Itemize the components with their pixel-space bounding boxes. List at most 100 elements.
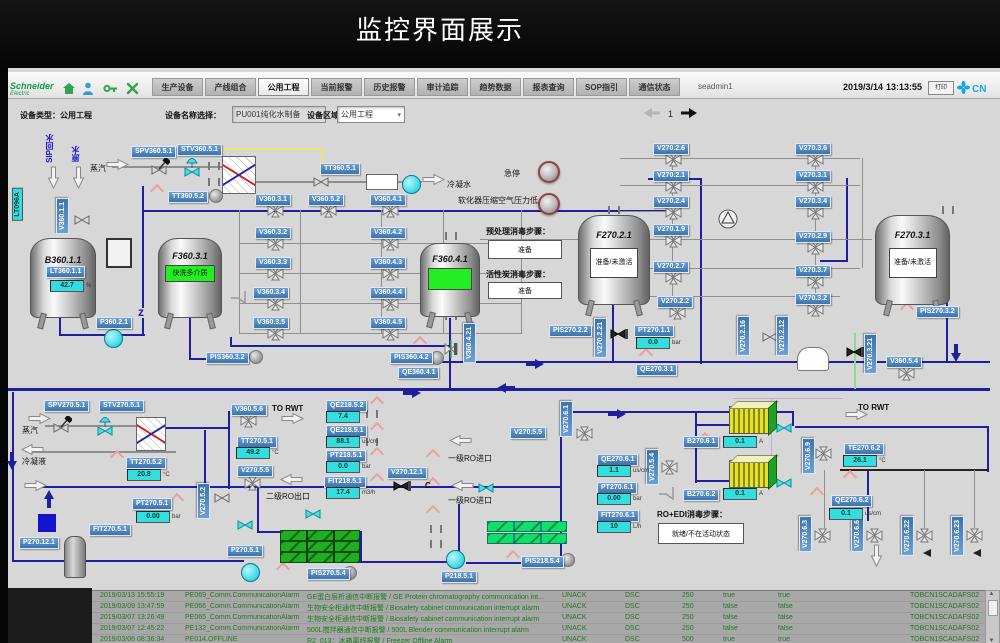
valve-icon[interactable] xyxy=(665,270,682,290)
tag-TT270.5.2[interactable]: TT270.5.2 xyxy=(126,457,166,469)
tab-历史报警[interactable]: 历史报警 xyxy=(364,78,415,96)
valve-icon[interactable] xyxy=(382,296,399,316)
valve-icon[interactable] xyxy=(240,413,257,433)
tag-V270.6.9[interactable]: V270.6.9 xyxy=(802,438,815,475)
tag-V360.4.2[interactable]: V360.4.2 xyxy=(370,227,407,239)
tag-V270.6.6[interactable]: V270.6.6 xyxy=(851,516,864,553)
scroll-thumb[interactable] xyxy=(988,600,998,616)
tag-V270.1.9[interactable]: V270.1.9 xyxy=(653,224,690,236)
tag-V360.3.5[interactable]: V360.3.5 xyxy=(253,317,290,329)
valve-icon[interactable] xyxy=(443,340,459,363)
tag-V270.6.3[interactable]: V270.6.3 xyxy=(799,516,812,553)
valve-icon[interactable] xyxy=(382,236,399,256)
language-switch[interactable]: CN xyxy=(957,81,986,97)
tag-V270.3.21[interactable]: V270.3.21 xyxy=(864,334,877,374)
tag-PT218.5.1[interactable]: PT218.5.1 xyxy=(326,450,367,462)
tag-PIS270.2.2[interactable]: PIS270.2.2 xyxy=(549,325,592,337)
tag-V360.3.2[interactable]: V360.3.2 xyxy=(255,227,292,239)
tag-B270.6.2[interactable]: B270.6.2 xyxy=(683,489,720,501)
edi-module[interactable] xyxy=(729,453,779,491)
tag-STV360.5.1[interactable]: STV360.5.1 xyxy=(177,144,222,156)
tag-PIS360.3.2[interactable]: PIS360.3.2 xyxy=(206,352,249,364)
tag-V360.4.1[interactable]: V360.4.1 xyxy=(370,194,407,206)
valve-icon[interactable] xyxy=(669,305,686,325)
pump-icon[interactable] xyxy=(104,329,123,348)
tab-当前报警[interactable]: 当前报警 xyxy=(311,78,362,96)
tag-FIT270.5.1[interactable]: FIT270.5.1 xyxy=(89,524,131,536)
scroll-down-icon[interactable]: ▼ xyxy=(988,638,995,643)
valve-icon[interactable] xyxy=(610,327,628,345)
tag-V270.3.1[interactable]: V270.3.1 xyxy=(795,170,832,182)
valve-icon[interactable] xyxy=(214,491,230,509)
ro-membrane-module[interactable] xyxy=(487,533,567,544)
tag-V270.2.4[interactable]: V270.2.4 xyxy=(653,196,690,208)
tag-PIS218.5.4[interactable]: PIS218.5.4 xyxy=(521,556,564,568)
valve-icon[interactable] xyxy=(393,479,411,497)
tag-V270.3.7[interactable]: V270.3.7 xyxy=(795,265,832,277)
valve-icon[interactable] xyxy=(313,175,329,193)
tag-V360.5.2[interactable]: V360.5.2 xyxy=(308,194,345,206)
valve-icon[interactable] xyxy=(665,152,682,172)
valve-icon[interactable] xyxy=(846,345,864,363)
valve-icon[interactable] xyxy=(776,476,792,494)
tag-V270.6.1[interactable]: V270.6.1 xyxy=(560,401,573,438)
tag-V360.4.3[interactable]: V360.4.3 xyxy=(370,257,407,269)
valve-icon[interactable] xyxy=(776,421,792,439)
pump-icon[interactable] xyxy=(718,209,738,234)
valve-icon[interactable] xyxy=(661,460,678,480)
tag-TE270.6.2[interactable]: TE270.6.2 xyxy=(844,443,885,455)
page-prev-icon[interactable] xyxy=(644,108,660,120)
valve-icon[interactable] xyxy=(966,528,983,548)
valve-icon[interactable] xyxy=(267,296,284,316)
ro-membrane-module[interactable] xyxy=(487,521,567,532)
tag-B270.6.1[interactable]: B270.6.1 xyxy=(683,436,720,448)
tag-V360.3.3[interactable]: V360.3.3 xyxy=(255,257,292,269)
tag-V270.12.1[interactable]: V270.12.1 xyxy=(387,467,427,479)
tag-V360.5.4[interactable]: V360.5.4 xyxy=(886,356,923,368)
tank-F360.4.1[interactable]: F360.4.1 xyxy=(420,243,480,329)
valve-icon[interactable] xyxy=(267,326,284,346)
tag-TT360.5.1[interactable]: TT360.5.1 xyxy=(320,163,360,175)
close-icon[interactable] xyxy=(126,82,142,96)
tag-P270.5.1[interactable]: P270.5.1 xyxy=(227,545,264,557)
valve-icon[interactable] xyxy=(74,213,90,231)
valve-icon[interactable] xyxy=(244,476,261,496)
tag-V270.2.2[interactable]: V270.2.2 xyxy=(657,296,694,308)
edi-module[interactable] xyxy=(729,399,779,437)
tag-PT270.5.1[interactable]: PT270.5.1 xyxy=(132,498,173,510)
print-button[interactable]: 打印 xyxy=(928,81,954,95)
tag-V360.5.6[interactable]: V360.5.6 xyxy=(231,404,268,416)
tag-QE270.6.2[interactable]: QE270.6.2 xyxy=(831,495,873,507)
valve-icon[interactable] xyxy=(52,414,73,439)
valve-icon[interactable] xyxy=(267,236,284,256)
page-next-icon[interactable] xyxy=(681,108,698,120)
valve-icon[interactable] xyxy=(807,274,824,294)
valve-icon[interactable] xyxy=(305,507,321,525)
tag-PIS270.5.4[interactable]: PIS270.5.4 xyxy=(307,568,350,580)
valve-icon[interactable] xyxy=(237,518,253,536)
valve-icon[interactable] xyxy=(267,266,284,286)
tag-P218.5.1[interactable]: P218.5.1 xyxy=(441,571,478,583)
valve-icon[interactable] xyxy=(807,302,824,322)
valve-icon[interactable] xyxy=(267,203,284,223)
scroll-up-icon[interactable]: ▲ xyxy=(988,591,995,597)
tag-TT360.5.2[interactable]: TT360.5.2 xyxy=(168,191,208,203)
valve-icon[interactable] xyxy=(916,528,933,548)
tag-V270.5.2[interactable]: V270.5.2 xyxy=(197,483,210,520)
tag-V270.2.9[interactable]: V270.2.9 xyxy=(795,231,832,243)
tag-SPV360.5.1[interactable]: SPV360.5.1 xyxy=(131,146,177,158)
valve-icon[interactable] xyxy=(814,528,831,548)
tag-V270.2.1[interactable]: V270.2.1 xyxy=(653,170,690,182)
tab-报表查询[interactable]: 报表查询 xyxy=(523,78,574,96)
device-area-select[interactable]: 公用工程▾ xyxy=(337,106,405,123)
tag-V270.2.7[interactable]: V270.2.7 xyxy=(653,261,690,273)
valve-icon[interactable] xyxy=(807,179,824,199)
valve-icon[interactable] xyxy=(807,152,824,172)
valve-icon[interactable] xyxy=(382,266,399,286)
tag-V270.3.2[interactable]: V270.3.2 xyxy=(795,293,832,305)
